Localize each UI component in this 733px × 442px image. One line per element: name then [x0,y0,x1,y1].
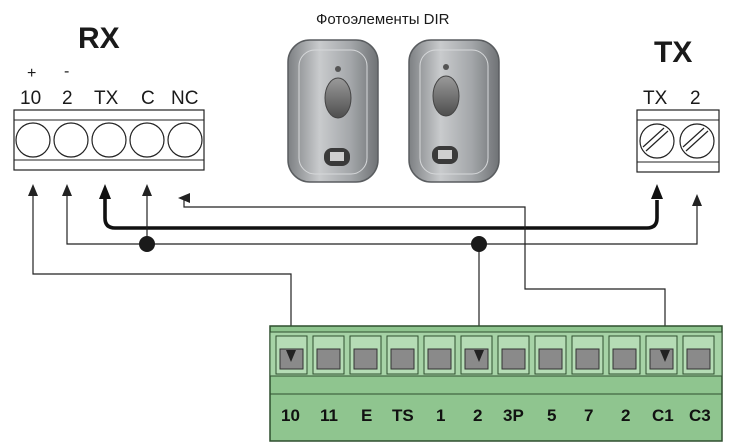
arrow-icon [142,184,152,196]
rx-label-nc: NC [171,88,198,109]
board-terminal-slot [682,335,715,375]
junction-dot-icon [471,236,487,252]
rx-label-10: 10 [20,88,41,109]
screw-terminal-icon [679,123,715,159]
arrow-icon [178,193,190,203]
control-board-terminal-strip: 10 11 E TS 1 2 3P 5 7 2 C1 C3 [269,325,723,442]
board-label-ts: TS [392,406,414,425]
wire-rx-nc-to-board-c1 [183,198,666,352]
board-terminal-slot [497,335,530,375]
board-label-c3: C3 [689,406,711,425]
wire-rx-tx-to-tx-tx [103,198,659,230]
arrow-icon [62,184,72,196]
rx-terminal-block [13,109,205,171]
board-terminal-slot [645,335,678,375]
tx-terminal-block [636,109,720,173]
wire-rx2-to-tx2 [66,193,698,245]
arrow-icon [692,194,702,206]
junction-dot-icon [139,236,155,252]
rx-label-2: 2 [62,88,73,109]
board-terminal-slot [312,335,345,375]
arrow-icon [28,184,38,196]
photocells-caption: Фотоэлементы DIR [316,11,450,28]
arrow-icon [474,350,484,362]
board-terminal-slot [534,335,567,375]
board-label-2b: 2 [621,406,630,425]
tx-label-2: 2 [690,88,701,109]
arrow-icon [660,350,670,362]
tx-title: TX [654,36,692,69]
rx-polarity-minus: - [64,63,69,80]
board-terminal-slots [275,335,715,375]
board-terminal-slot [571,335,604,375]
board-label-11: 11 [320,406,338,425]
board-label-10: 10 [281,406,300,425]
screw-terminal-icon [129,122,165,158]
arrow-icon [99,184,111,199]
board-terminal-slot [608,335,641,375]
rx-label-c: C [141,88,155,109]
board-terminal-slot [386,335,419,375]
board-terminal-slot [423,335,456,375]
rx-polarity-plus: + [27,65,36,82]
board-label-5: 5 [547,406,556,425]
rx-title: RX [78,22,120,55]
board-label-7: 7 [584,406,593,425]
wire-rx10-to-board-10 [32,193,292,352]
screw-terminal-icon [639,123,675,159]
screw-terminal-icon [15,122,51,158]
board-label-3p: 3P [503,406,524,425]
screw-terminal-icon [53,122,89,158]
tx-label-tx: TX [643,88,668,109]
photocell-receiver-icon [287,39,379,183]
wiring [28,184,702,352]
rx-label-tx: TX [94,88,119,109]
arrow-icon [651,184,663,199]
board-label-2: 2 [473,406,482,425]
board-label-1: 1 [436,406,445,425]
board-label-e: E [361,406,372,425]
board-terminal-slot [349,335,382,375]
screw-terminal-icon [167,122,203,158]
board-label-c1: C1 [652,406,674,425]
screw-terminal-icon [91,122,127,158]
photocell-transmitter-icon [408,39,500,183]
arrow-icon [286,350,296,362]
